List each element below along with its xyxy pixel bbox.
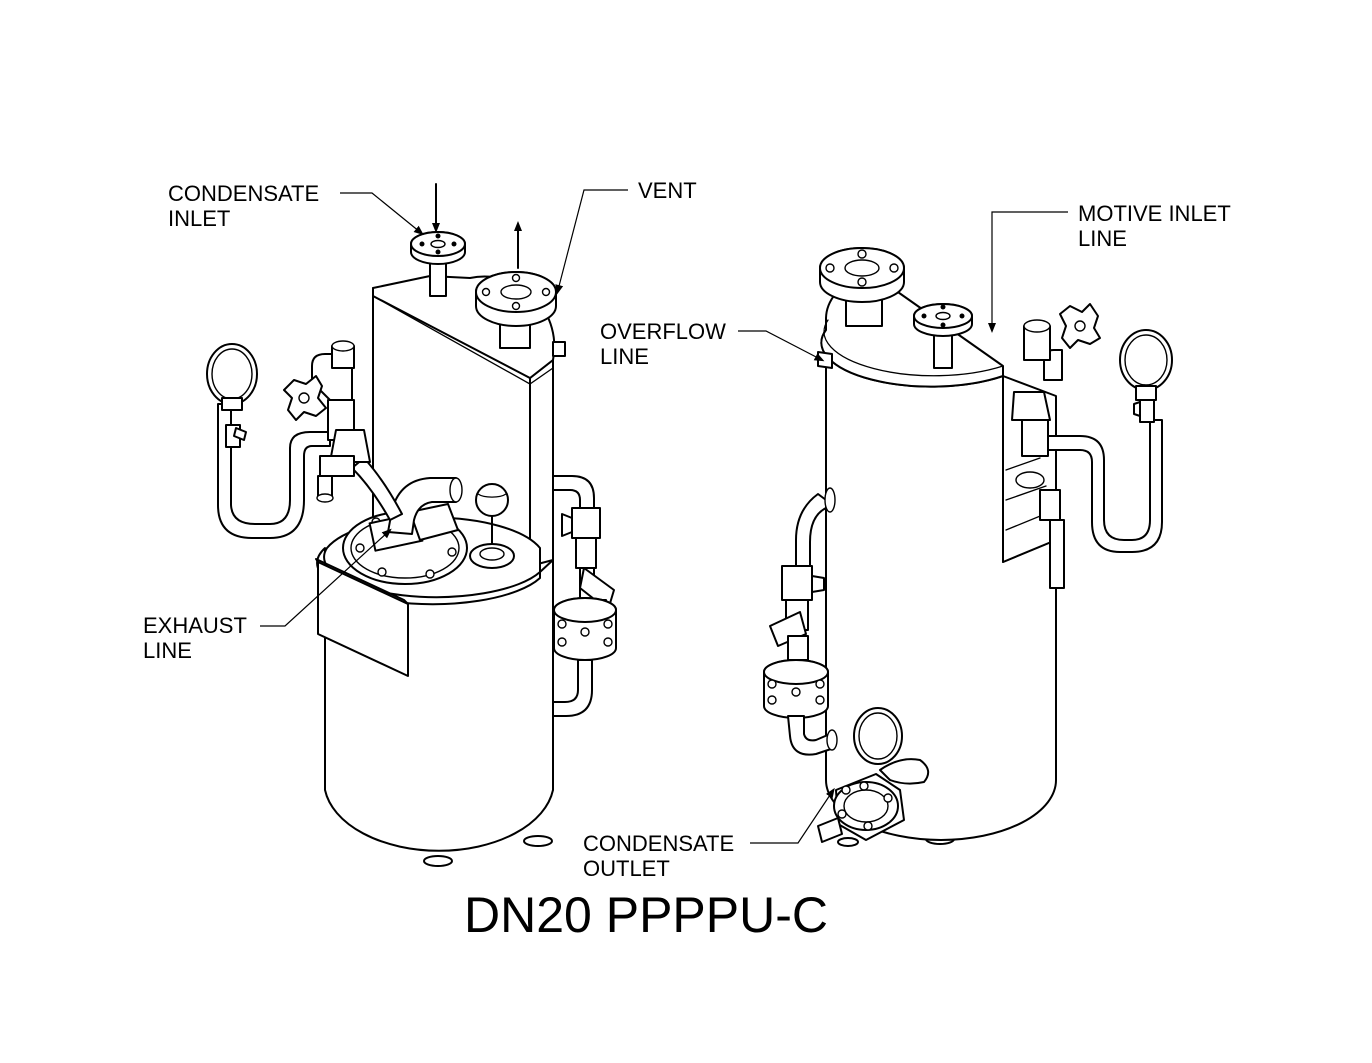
right-pump-unit — [763, 247, 1173, 847]
nameplate — [317, 561, 409, 677]
vent-label: VENT — [638, 178, 697, 203]
motive-inlet-line-label: MOTIVE INLET LINE — [1078, 201, 1237, 251]
left-pump-unit — [206, 183, 617, 867]
leader-lines — [260, 189, 1068, 844]
condensate-inlet-label: CONDENSATE INLET — [168, 181, 325, 231]
condensate-outlet-label: CONDENSATE OUTLET — [583, 831, 740, 881]
overflow-line-label: OVERFLOW LINE — [600, 319, 732, 369]
exhaust-line-label: EXHAUST LINE — [143, 613, 253, 663]
drawing-title: DN20 PPPPU-C — [464, 887, 828, 943]
